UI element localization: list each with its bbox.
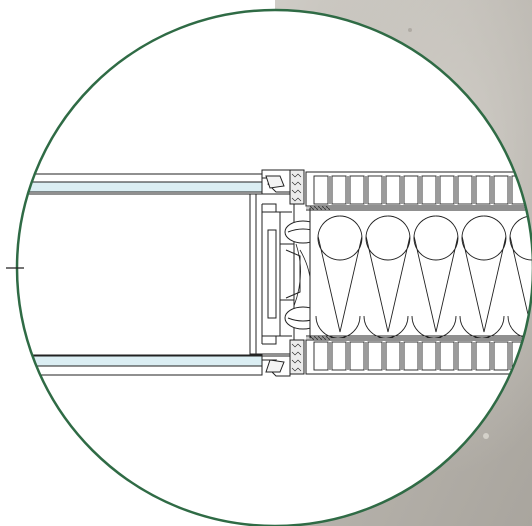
insulation-loop [461, 215, 507, 333]
cladding-rib [457, 175, 473, 205]
lower-glazing-unit [17, 354, 263, 376]
cladding-rib [475, 341, 491, 371]
cladding-rib [349, 175, 365, 205]
cladding-rib [421, 175, 437, 205]
insulation-loop-lower [459, 315, 505, 339]
insulation-loop-lower [363, 315, 409, 339]
lower-cladding [305, 339, 532, 375]
cladding-rib [367, 341, 383, 371]
cladding-rib [367, 175, 383, 205]
insulation-panel [306, 207, 532, 339]
cladding-rib [439, 175, 455, 205]
cladding-rib [475, 175, 491, 205]
cladding-rib [493, 175, 509, 205]
cladding-rib [457, 341, 473, 371]
cladding-rib [493, 341, 509, 371]
insulation-loop [365, 215, 411, 333]
insulation-loop-lower [315, 315, 361, 339]
insulation-loop [317, 215, 363, 333]
insulation-loop [413, 215, 459, 333]
upper-cladding [305, 171, 532, 207]
cladding-rib [385, 341, 401, 371]
cladding-rib [439, 341, 455, 371]
cladding-rib [349, 341, 365, 371]
connection-hatch [306, 205, 331, 341]
cladding-rib [313, 175, 329, 205]
foam-seals [289, 169, 305, 375]
cladding-rib [403, 175, 419, 205]
cladding-rib [385, 175, 401, 205]
cladding-rib [313, 341, 329, 371]
cladding-rib [331, 175, 347, 205]
upper-glazing-unit [17, 173, 263, 195]
cladding-rib [421, 341, 437, 371]
mullion-frame [249, 193, 301, 355]
cladding-rib [403, 341, 419, 371]
insulation-loop-lower [411, 315, 457, 339]
cladding-rib [331, 341, 347, 371]
